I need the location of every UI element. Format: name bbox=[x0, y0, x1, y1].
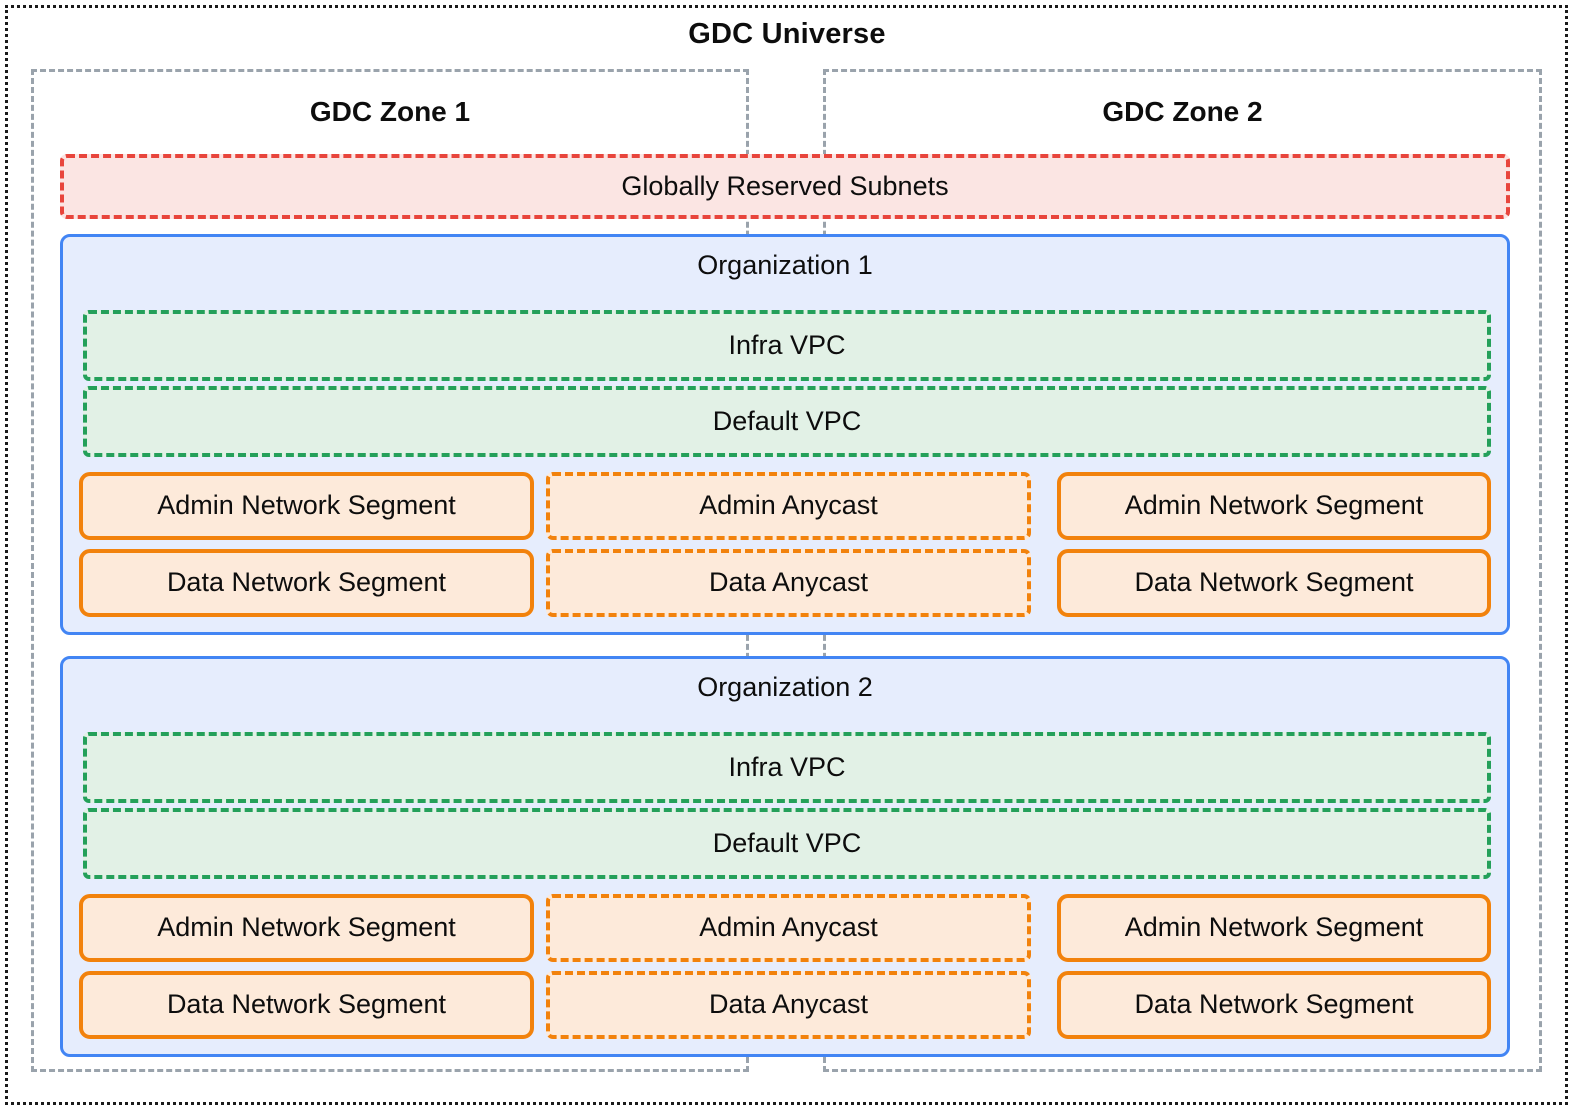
gdc-universe-title: GDC Universe bbox=[688, 18, 886, 50]
organization-2-infra-vpc-box: Infra VPC bbox=[83, 732, 1491, 803]
globally-reserved-subnets-label: Globally Reserved Subnets bbox=[621, 171, 949, 201]
organization-2-label: Organization 2 bbox=[697, 672, 873, 702]
organization-2-zone2-data-network-segment-box: Data Network Segment bbox=[1057, 971, 1491, 1039]
organization-2-data-anycast-box: Data Anycast bbox=[546, 971, 1031, 1039]
organization-2-default-vpc-box: Default VPC bbox=[83, 808, 1491, 879]
organization-1-box: Organization 1 Infra VPC Default VPC Adm… bbox=[60, 234, 1510, 635]
organization-1-infra-vpc-label: Infra VPC bbox=[728, 330, 846, 360]
organization-2-zone2-data-network-segment-label: Data Network Segment bbox=[1134, 989, 1414, 1019]
organization-1-default-vpc-label: Default VPC bbox=[712, 406, 862, 436]
organization-1-data-anycast-label: Data Anycast bbox=[708, 567, 869, 597]
organization-1-zone2-data-network-segment-box: Data Network Segment bbox=[1057, 549, 1491, 617]
organization-1-admin-anycast-box: Admin Anycast bbox=[546, 472, 1031, 540]
gdc-universe-boundary bbox=[5, 5, 1568, 1105]
organization-2-box: Organization 2 Infra VPC Default VPC Adm… bbox=[60, 656, 1510, 1057]
organization-2-data-anycast-label: Data Anycast bbox=[708, 989, 869, 1019]
organization-1-zone2-data-network-segment-label: Data Network Segment bbox=[1134, 567, 1414, 597]
organization-2-zone1-data-network-segment-box: Data Network Segment bbox=[79, 971, 534, 1039]
organization-1-zone2-admin-network-segment-label: Admin Network Segment bbox=[1124, 490, 1424, 520]
organization-1-zone1-data-network-segment-label: Data Network Segment bbox=[166, 567, 447, 597]
gdc-zone-2-title: GDC Zone 2 bbox=[1102, 96, 1263, 127]
organization-1-data-anycast-box: Data Anycast bbox=[546, 549, 1031, 617]
organization-1-label: Organization 1 bbox=[697, 250, 873, 280]
organization-2-zone2-admin-network-segment-label: Admin Network Segment bbox=[1124, 912, 1424, 942]
organization-1-admin-anycast-label: Admin Anycast bbox=[699, 490, 878, 520]
gdc-zone-1-title: GDC Zone 1 bbox=[309, 96, 471, 127]
organization-2-zone1-admin-network-segment-box: Admin Network Segment bbox=[79, 894, 534, 962]
organization-1-default-vpc-box: Default VPC bbox=[83, 386, 1491, 457]
organization-1-zone2-admin-network-segment-box: Admin Network Segment bbox=[1057, 472, 1491, 540]
organization-2-default-vpc-label: Default VPC bbox=[712, 828, 862, 858]
organization-2-infra-vpc-label: Infra VPC bbox=[728, 752, 846, 782]
organization-2-admin-anycast-label: Admin Anycast bbox=[699, 912, 878, 942]
organization-2-zone1-data-network-segment-label: Data Network Segment bbox=[166, 989, 447, 1019]
organization-1-zone1-admin-network-segment-label: Admin Network Segment bbox=[157, 490, 456, 520]
organization-2-zone2-admin-network-segment-box: Admin Network Segment bbox=[1057, 894, 1491, 962]
organization-1-zone1-admin-network-segment-box: Admin Network Segment bbox=[79, 472, 534, 540]
organization-1-infra-vpc-box: Infra VPC bbox=[83, 310, 1491, 381]
globally-reserved-subnets-box: Globally Reserved Subnets bbox=[60, 154, 1510, 219]
organization-2-zone1-admin-network-segment-label: Admin Network Segment bbox=[157, 912, 456, 942]
organization-1-zone1-data-network-segment-box: Data Network Segment bbox=[79, 549, 534, 617]
organization-2-admin-anycast-box: Admin Anycast bbox=[546, 894, 1031, 962]
